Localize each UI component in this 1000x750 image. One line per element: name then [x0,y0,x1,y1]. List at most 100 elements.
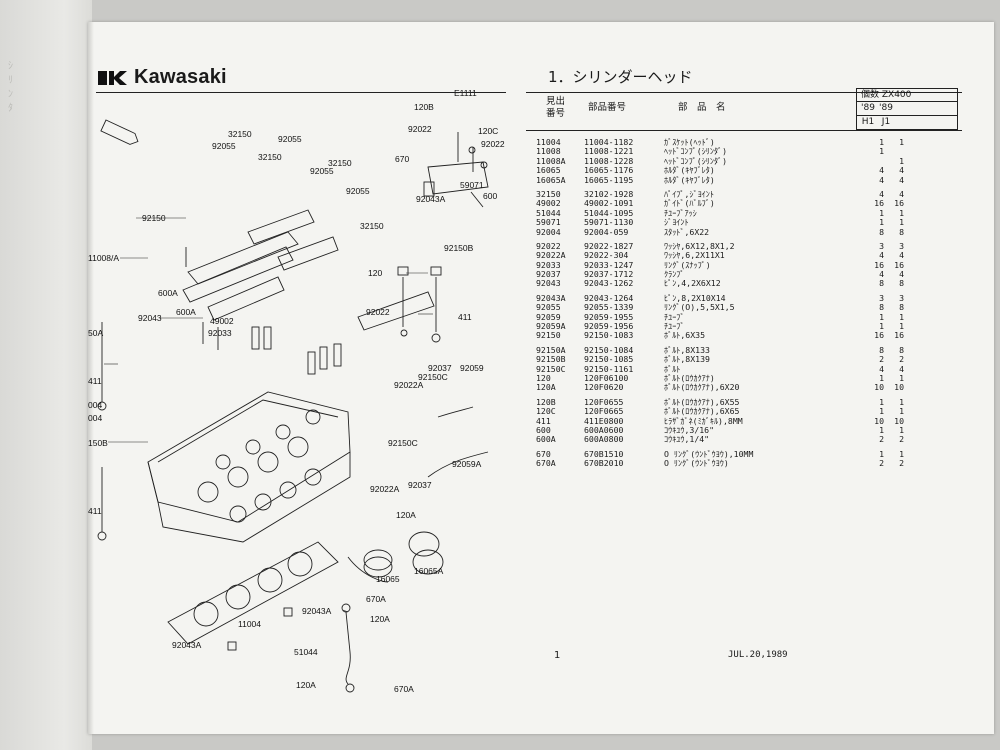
qty-j1-cell: 1 [899,137,904,147]
ref-cell: 92043A [536,292,566,303]
ref-cell: 92059A [536,321,566,332]
label-32150-a: 32150 [228,129,252,139]
qty-j1-cell: 10 [894,415,904,426]
part-number-cell: 32102-1928 [584,188,634,199]
part-name-cell: ﾎﾙﾀﾞ(ｷﾔﾌﾞﾚﾀ) [664,165,715,176]
part-name-cell: ｶﾞｽｹｯﾄ(ﾍｯﾄﾞ) [664,137,715,147]
ref-cell: 92150 [536,330,561,341]
ref-cell: 670A [536,458,556,469]
table-header-rule [526,130,962,131]
ref-cell: 92004 [536,226,561,237]
ref-cell: 11008 [536,146,561,157]
label-411: 411 [458,312,472,322]
ref-cell: 92033 [536,259,561,270]
label-120: 120 [368,268,382,278]
qty-h1-cell: 1 [879,321,884,332]
qty-h1-cell: 10 [874,382,884,393]
part-number-cell: 92033-1247 [584,259,634,270]
part-name-cell: ﾍｯﾄﾞｺﾝﾌﾟ(ｼﾘﾝﾀﾞ) [664,146,728,157]
label-32150-c: 32150 [328,158,352,168]
label-120a-3: 120A [296,680,316,690]
part-number-cell: 600A0800 [584,434,624,445]
qty-model-1: H1 [861,117,875,127]
label-51044: 51044 [294,647,318,657]
qty-h1-cell: 1 [879,137,884,147]
part-number-cell: 92059-1956 [584,321,634,332]
label-120a-2: 120A [370,614,390,624]
qty-h1-cell: 3 [879,292,884,303]
part-name-cell: ﾎﾙﾀﾞ(ｷﾔﾌﾞﾚﾀ) [664,174,715,185]
part-name-cell: ﾎﾞﾙﾄ(ﾛｳｶｸｱﾅ) [664,372,715,383]
label-92150c-2: 92150C [388,438,418,448]
part-number-cell: 11004-1182 [584,137,634,147]
col-partno-header: 部品番号 [588,102,627,113]
col-ref-line2: 番号 [546,108,566,119]
ref-cell: 120 [536,372,551,383]
quantity-header: 個数 ZX400 '89 '89 H1 J1 [856,88,958,130]
qty-model-2: J1 [881,117,891,127]
ref-cell: 92055 [536,302,561,313]
part-number-cell: 11008-1228 [584,155,634,166]
part-number-cell: 120F0620 [584,382,624,393]
label-92043: 92043 [138,313,162,323]
qty-h1-cell: 1 [879,406,884,417]
qty-year-2: '89 [879,103,893,113]
part-name-cell: ﾎﾞﾙﾄ,6X35 [664,330,706,341]
qty-h1-cell: 16 [874,198,884,209]
qty-j1-cell: 1 [899,372,904,383]
front-arrow-icon [100,119,139,145]
qty-j1-cell: 1 [899,155,904,166]
label-120a: 120A [396,510,416,520]
part-name-cell: ﾍｯﾄﾞｺﾝﾌﾟ(ｼﾘﾝﾀﾞ) [664,155,728,166]
label-150b: 150B [88,438,108,448]
part-number-cell: 600A0600 [584,424,624,435]
label-92037-b: 92037 [408,480,432,490]
qty-j1-cell: 1 [899,321,904,332]
exploded-diagram: E1111 120B 92022 120C 92022 670 59071 60… [88,22,518,734]
qty-j1-cell: 1 [899,396,904,407]
label-92150: 92150 [142,213,166,223]
ref-cell: 51044 [536,207,561,218]
qty-h1-cell: 8 [879,344,884,355]
qty-h1-cell: 1 [879,311,884,322]
ref-cell: 92022A [536,250,566,261]
ref-cell: 92043 [536,278,561,289]
brand-logo: Kawasaki [98,66,227,89]
part-number-cell: 11008-1221 [584,146,634,157]
part-name-cell: ﾁﾕｰﾌﾞｱｯｼ [664,207,697,218]
col-ref-header: 見出 番号 [546,96,565,120]
ref-cell: 92150A [536,344,566,355]
qty-models: H1 J1 [857,115,957,129]
qty-j1-cell: 16 [894,198,904,209]
label-92043a: 92043A [416,194,446,204]
label-92022-b: 92022 [481,139,505,149]
part-name-cell: O ﾘﾝｸﾞ(ｳﾝﾄﾞｳﾖｳ),10MM [664,448,754,459]
part-name-cell: ﾎﾞﾙﾄ(ﾛｳｶｸｱﾅ),6X55 [664,396,740,407]
label-92022a-3: 92022A [370,484,400,494]
qty-j1-cell: 2 [899,434,904,445]
part-name-cell: ｽﾀｯﾄﾞ,6X22 [664,226,710,237]
qty-h1-cell: 1 [879,396,884,407]
qty-j1-cell: 4 [899,165,904,176]
label-600a-2: 600A [176,307,196,317]
part-name-cell: ﾘﾝｸﾞ(O),5,5X1,5 [664,302,735,313]
col-name-header: 部 品 名 [678,102,726,113]
ref-cell: 11004 [536,137,561,147]
label-11004: 11004 [238,619,261,629]
qty-j1-cell: 3 [899,240,904,251]
ref-cell: 92059 [536,311,561,322]
label-92150b: 92150B [444,243,474,253]
ref-cell: 92022 [536,240,561,251]
